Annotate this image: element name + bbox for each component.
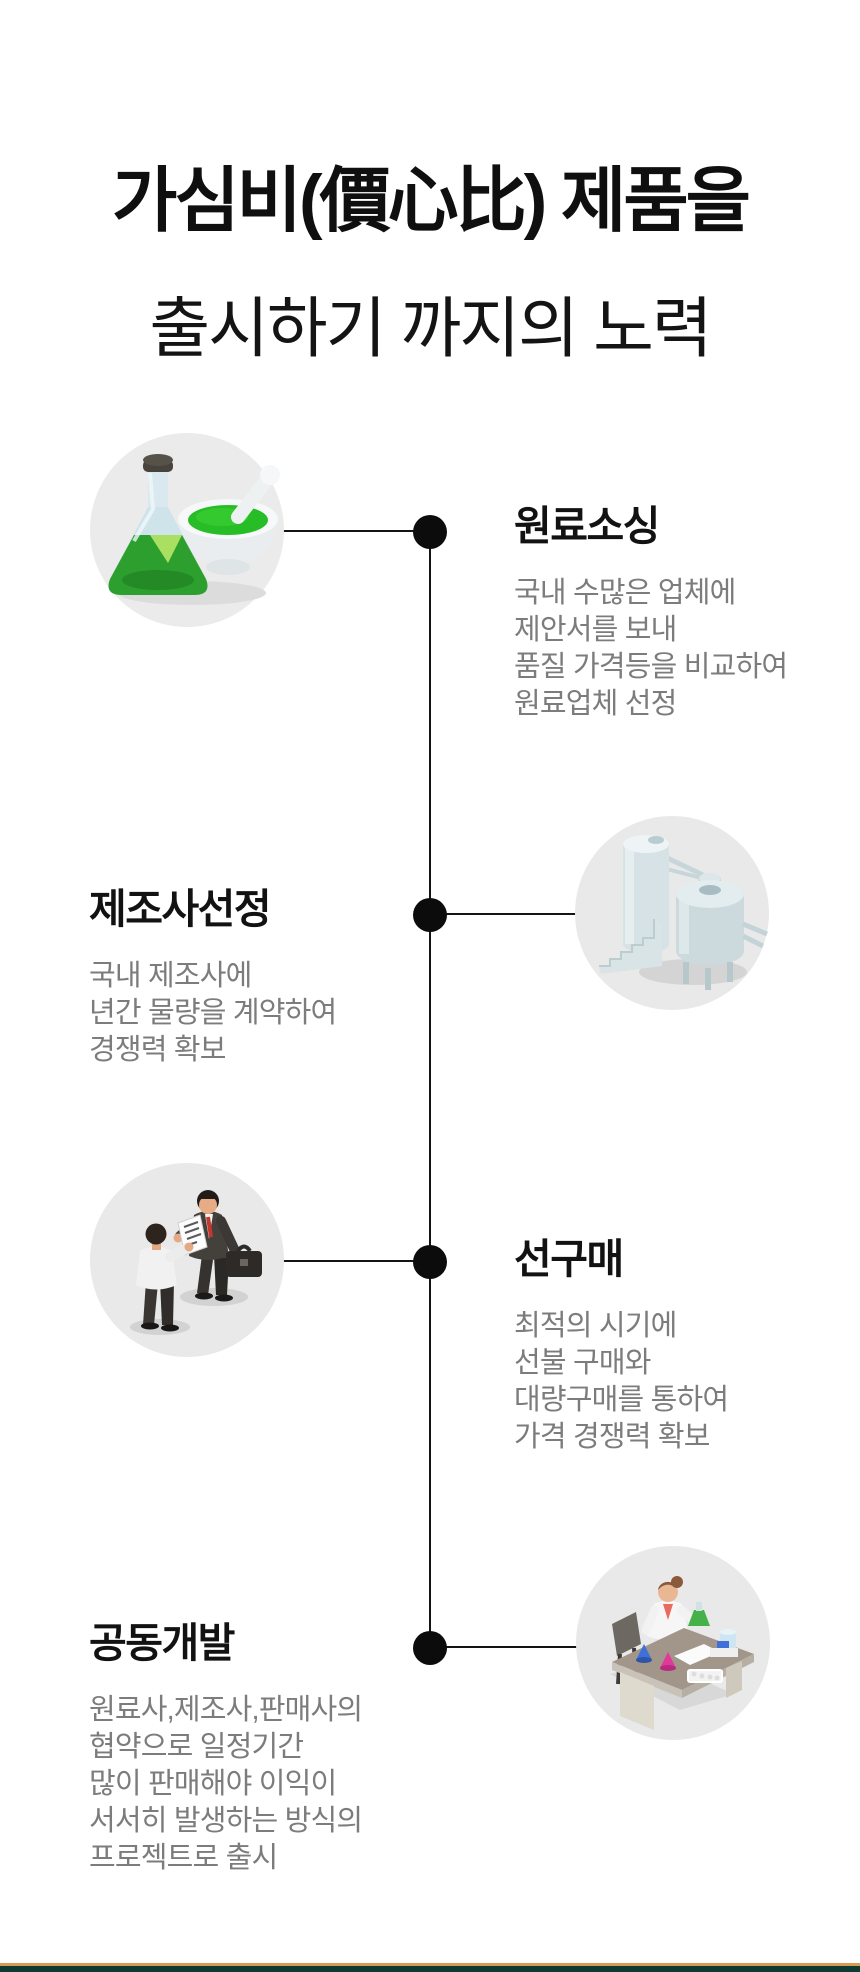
businessmen-deal-icon: [90, 1163, 284, 1357]
step-4-line-3: 많이 판매해야 이익이: [89, 1768, 337, 1800]
step-4-heading: 공동개발: [89, 1620, 235, 1666]
step-3-line-1: 최적의 시기에: [514, 1310, 677, 1342]
step-2-heading: 제조사선정: [89, 886, 272, 932]
step-3-line-3: 대량구매를 통하여: [514, 1384, 729, 1416]
step-4-line-1: 원료사,제조사,판매사의: [89, 1694, 363, 1726]
footer-dark-bar: [0, 1966, 860, 1972]
step-1-line-4: 원료업체 선정: [514, 688, 677, 720]
page-title-line1: 가심비(價心比) 제품을: [112, 162, 751, 241]
step-1-text-block: 원료소싱 국내 수많은 업체에 제안서를 보내 품질 가격등을 비교하여 원료업…: [514, 503, 788, 723]
timeline-connector-1: [283, 530, 430, 532]
timeline-connector-3: [283, 1260, 430, 1262]
step-3-line-4: 가격 경쟁력 확보: [514, 1421, 710, 1453]
step-3-text-block: 선구매 최적의 시기에 선불 구매와 대량구매를 통하여 가격 경쟁력 확보: [514, 1236, 729, 1456]
step-4-line-4: 서서히 발생하는 방식의: [89, 1805, 363, 1837]
timeline-node-2: [413, 898, 447, 932]
step-2-text-block: 제조사선정 국내 제조사에 년간 물량을 계약하여 경쟁력 확보: [89, 886, 337, 1069]
timeline-node-1: [413, 515, 447, 549]
timeline-node-4: [413, 1631, 447, 1665]
footer-gold-line: [0, 1963, 860, 1966]
step-2-line-1: 국내 제조사에: [89, 960, 252, 992]
factory-tanks-icon: [575, 816, 769, 1010]
scientist-desk-illustration: [576, 1546, 770, 1740]
step-3-heading: 선구매: [514, 1236, 624, 1282]
scientist-desk-icon: [576, 1546, 770, 1740]
businessmen-deal-illustration: [90, 1163, 284, 1357]
timeline-connector-2: [430, 913, 578, 915]
step-2-description: 국내 제조사에 년간 물량을 계약하여 경쟁력 확보: [89, 958, 337, 1069]
timeline-node-3: [413, 1245, 447, 1279]
step-1-line-2: 제안서를 보내: [514, 614, 677, 646]
step-4-line-2: 협약으로 일정기간: [89, 1731, 304, 1763]
flask-mortar-icon: [90, 433, 284, 627]
step-2-line-2: 년간 물량을 계약하여: [89, 997, 337, 1029]
factory-tanks-illustration: [575, 816, 769, 1010]
step-1-line-1: 국내 수많은 업체에: [514, 577, 736, 609]
step-1-description: 국내 수많은 업체에 제안서를 보내 품질 가격등을 비교하여 원료업체 선정: [514, 575, 788, 723]
step-4-text-block: 공동개발 원료사,제조사,판매사의 협약으로 일정기간 많이 판매해야 이익이 …: [89, 1620, 363, 1877]
step-4-line-5: 프로젝트로 출시: [89, 1842, 278, 1874]
flask-mortar-illustration: [90, 433, 284, 627]
step-1-heading: 원료소싱: [514, 503, 660, 549]
step-3-description: 최적의 시기에 선불 구매와 대량구매를 통하여 가격 경쟁력 확보: [514, 1308, 729, 1456]
step-1-line-3: 품질 가격등을 비교하여: [514, 651, 788, 683]
step-4-description: 원료사,제조사,판매사의 협약으로 일정기간 많이 판매해야 이익이 서서히 발…: [89, 1692, 363, 1877]
timeline-vertical-line: [429, 532, 431, 1648]
step-2-line-3: 경쟁력 확보: [89, 1034, 226, 1066]
step-3-line-2: 선불 구매와: [514, 1347, 651, 1379]
page-title-line2: 출시하기 까지의 노력: [149, 291, 712, 365]
timeline-connector-4: [430, 1646, 578, 1648]
